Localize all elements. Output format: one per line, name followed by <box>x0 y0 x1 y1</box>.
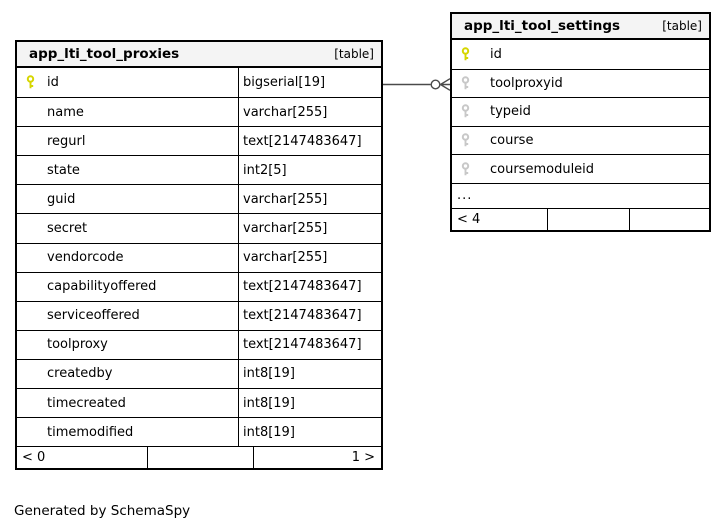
column-rows: id toolproxyid typeid course coursemoduleid.… <box>452 40 709 208</box>
footer-parents-count: 1 > <box>253 447 381 469</box>
column-name: state <box>47 162 80 178</box>
table-row: createdby int8[19] <box>17 358 381 389</box>
table-row: guid varchar[255] <box>17 184 381 214</box>
table-footer: < 4 <box>452 207 709 230</box>
column-name: id <box>490 46 502 62</box>
footer-children-count: < 0 <box>22 450 46 466</box>
column-type: bigserial[19] <box>238 68 381 98</box>
column-name: guid <box>47 191 76 207</box>
table-row: id <box>452 40 709 69</box>
column-name: regurl <box>47 133 86 149</box>
table-tag: [table] <box>334 47 374 61</box>
column-type: varchar[255] <box>238 185 381 214</box>
foreign-key-icon <box>452 104 490 119</box>
table-app-lti-tool-proxies[interactable]: app_lti_tool_proxies [table] id bigserial… <box>15 40 383 471</box>
foreign-key-icon <box>452 133 490 148</box>
table-row: vendorcode varchar[255] <box>17 242 381 272</box>
table-row: ... <box>452 182 709 208</box>
table-row: regurl text[2147483647] <box>17 126 381 156</box>
column-type: text[2147483647] <box>238 127 381 156</box>
more-columns-ellipsis: ... <box>457 188 473 204</box>
column-name: toolproxy <box>47 337 108 353</box>
column-name: capabilityoffered <box>47 279 157 295</box>
table-row: secret varchar[255] <box>17 213 381 243</box>
column-name: name <box>47 104 84 120</box>
column-type: int8[19] <box>238 418 381 447</box>
table-header[interactable]: app_lti_tool_settings [table] <box>452 14 709 40</box>
table-row: timecreated int8[19] <box>17 388 381 418</box>
table-tag: [table] <box>662 19 702 33</box>
table-title[interactable]: app_lti_tool_settings <box>464 18 621 34</box>
column-name: toolproxyid <box>490 75 563 91</box>
column-rows: id bigserial[19] name varchar[255] regurl tex… <box>17 68 381 447</box>
table-row: name varchar[255] <box>17 97 381 127</box>
column-type: text[2147483647] <box>238 272 381 301</box>
column-name: secret <box>47 221 88 237</box>
column-type: int8[19] <box>238 359 381 389</box>
column-name: coursemoduleid <box>490 161 595 177</box>
generated-by-caption: Generated by SchemaSpy <box>14 503 191 519</box>
column-type: text[2147483647] <box>238 301 381 330</box>
column-name: serviceoffered <box>47 308 140 324</box>
column-name: vendorcode <box>47 250 124 266</box>
footer-middle-cell <box>547 208 629 230</box>
column-name: timecreated <box>47 395 126 411</box>
table-row: toolproxyid <box>452 68 709 98</box>
column-name: course <box>490 133 534 149</box>
primary-key-icon <box>17 75 47 90</box>
column-name: typeid <box>490 104 531 120</box>
column-name: createdby <box>47 366 113 382</box>
table-row: timemodified int8[19] <box>17 417 381 447</box>
column-name: timemodified <box>47 424 134 440</box>
foreign-key-icon <box>452 76 490 91</box>
table-row: typeid <box>452 97 709 126</box>
column-type: varchar[255] <box>238 214 381 243</box>
footer-parents-count <box>629 208 709 230</box>
table-footer: < 0 1 > <box>17 446 381 469</box>
table-row: course <box>452 125 709 155</box>
table-row: coursemoduleid <box>452 154 709 183</box>
foreign-key-icon <box>452 161 490 177</box>
column-name: id <box>47 75 59 91</box>
column-type: int8[19] <box>238 389 381 418</box>
column-type: varchar[255] <box>238 243 381 272</box>
table-row: id bigserial[19] <box>17 68 381 98</box>
table-row: serviceoffered text[2147483647] <box>17 300 381 330</box>
crow-foot-icon <box>440 78 451 91</box>
table-app-lti-tool-settings[interactable]: app_lti_tool_settings [table] id toolprox… <box>450 12 711 232</box>
table-header[interactable]: app_lti_tool_proxies [table] <box>17 42 381 68</box>
table-row: toolproxy text[2147483647] <box>17 329 381 359</box>
column-type: varchar[255] <box>238 98 381 127</box>
zero-cardinality-circle <box>430 79 441 90</box>
table-row: capabilityoffered text[2147483647] <box>17 271 381 301</box>
table-title[interactable]: app_lti_tool_proxies <box>29 46 180 62</box>
footer-middle-cell <box>147 447 253 469</box>
column-type: text[2147483647] <box>238 330 381 359</box>
footer-children-count: < 4 <box>457 211 481 227</box>
column-type: int2[5] <box>238 156 381 185</box>
table-row: state int2[5] <box>17 155 381 185</box>
primary-key-icon <box>452 47 490 62</box>
